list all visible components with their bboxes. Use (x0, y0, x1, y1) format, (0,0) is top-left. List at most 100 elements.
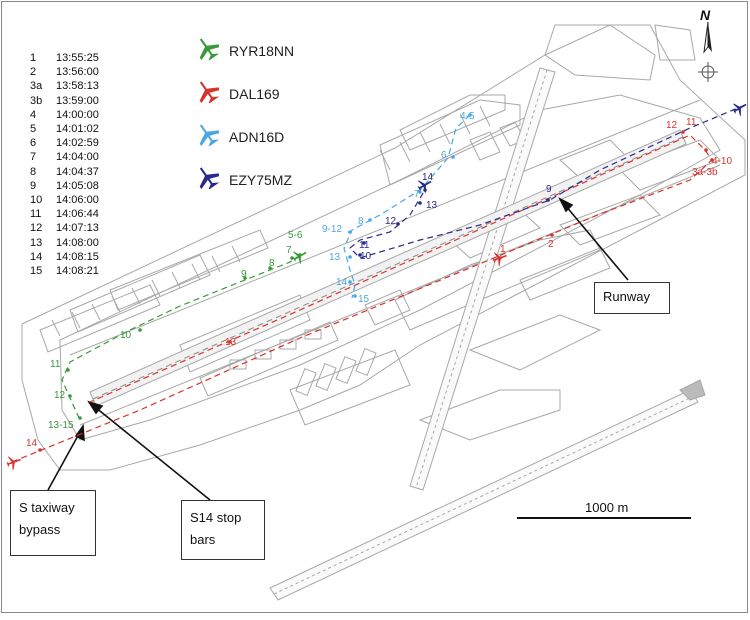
aircraft-icon (195, 36, 221, 65)
track-point-label: 9 (546, 184, 552, 195)
timeline-id: 5 (30, 123, 37, 136)
track-point (243, 276, 247, 280)
track-point-label: 3a-3b (692, 167, 718, 178)
track-point-label: 7 (414, 189, 420, 200)
aircraft-icon (195, 165, 221, 194)
compass-rose (698, 21, 718, 82)
track-point (418, 201, 422, 205)
second-runway (269, 379, 706, 601)
timeline-id: 12 (30, 222, 43, 235)
track-point-label: 13 (426, 200, 438, 211)
timeline-time: 14:02:59 (56, 137, 99, 150)
stand-rows-west (39, 229, 269, 353)
track-point (358, 253, 362, 257)
track-ezy75mz (349, 104, 746, 259)
stopbar-arrowhead (87, 400, 104, 415)
timeline-row: 3b 13:59:00 (30, 94, 99, 108)
scale-label: 1000 m (585, 500, 629, 515)
track-point-label: 9 (241, 269, 247, 280)
timeline-time: 13:55:25 (56, 52, 99, 64)
track-point-label: 12 (54, 390, 66, 401)
legend-item: DAL169 (195, 79, 280, 108)
track-point (348, 255, 352, 259)
track-point (418, 190, 422, 194)
track-point-label: 8 (358, 216, 364, 227)
timeline-row: 6 14:02:59 (30, 136, 99, 150)
track-point (290, 256, 294, 260)
timeline-time: 13:56:00 (56, 66, 99, 79)
track-point-label: 14 (26, 438, 38, 449)
legend-label: DAL169 (229, 85, 280, 102)
aircraft-icon (195, 79, 221, 108)
track-point-label: 14 (336, 277, 348, 288)
aircraft-tracks (6, 103, 747, 470)
track-point-label: 11 (686, 117, 697, 128)
track-point (710, 158, 714, 162)
timeline-id: 10 (30, 194, 43, 207)
s14-text-1: S14 stop (190, 510, 242, 525)
legend-item: EZY75MZ (195, 165, 292, 194)
runway-callout: Runway (594, 282, 670, 314)
stand-rows-north (379, 24, 696, 186)
taxiway-north (69, 99, 701, 356)
timeline-id: 3b (30, 94, 43, 107)
timeline-time: 13:59:00 (56, 94, 99, 107)
track-point-label: 7 (286, 245, 292, 256)
aircraft-icon (195, 122, 221, 151)
crossing-runway (409, 67, 556, 491)
timeline-id: 2 (30, 66, 37, 79)
timeline-id: 9 (30, 179, 37, 192)
timeline-time: 14:04:37 (56, 165, 99, 178)
track-point (268, 266, 272, 270)
track-adn16d (343, 114, 471, 299)
track-point (66, 368, 70, 372)
bypass-arrowhead (74, 423, 85, 442)
s-taxiway-text-1: S taxiway (19, 500, 75, 515)
track-point-label: 1 (500, 244, 506, 255)
track-point-label: 8 (269, 258, 275, 269)
s-taxiway-callout: S taxiway bypass (10, 490, 96, 556)
runway-callout-text: Runway (603, 289, 650, 304)
track-point-label: 13 (329, 252, 341, 263)
track-point-label: 12 (385, 216, 397, 227)
track-point-label: 11 (50, 359, 61, 370)
timeline-time: 14:08:21 (56, 265, 99, 278)
track-point-label: 11 (359, 240, 370, 251)
timeline-id: 4 (30, 108, 37, 121)
track-point (78, 416, 82, 420)
track-point-label: 5-6 (288, 230, 303, 241)
track-point (550, 233, 554, 237)
track-point (138, 328, 142, 332)
bypass-arrow (47, 431, 81, 491)
callout-arrows (47, 197, 629, 501)
track-point-label: 4-5 (460, 111, 475, 122)
aircraft-icon (417, 180, 432, 194)
timeline-row: 12 14:07:13 (30, 221, 99, 235)
track-point (704, 148, 708, 152)
track-point-label: 12 (666, 120, 678, 131)
track-point (546, 198, 550, 202)
timeline-id: 6 (30, 137, 37, 150)
track-point (468, 113, 472, 117)
timeline-time: 14:05:08 (56, 179, 99, 192)
timeline-row: 2 13:56:00 (30, 65, 99, 79)
runway-arrowhead (558, 197, 574, 213)
legend-item: ADN16D (195, 122, 284, 151)
s-taxiway-text-2: bypass (19, 522, 61, 537)
timeline-time: 14:07:13 (56, 222, 99, 235)
track-point-label: 10 (360, 251, 372, 262)
track-point-label: 10 (120, 330, 132, 341)
aircraft-icon (492, 252, 507, 266)
timeline-time: 14:06:44 (56, 208, 99, 221)
timeline-id: 13 (30, 236, 43, 249)
